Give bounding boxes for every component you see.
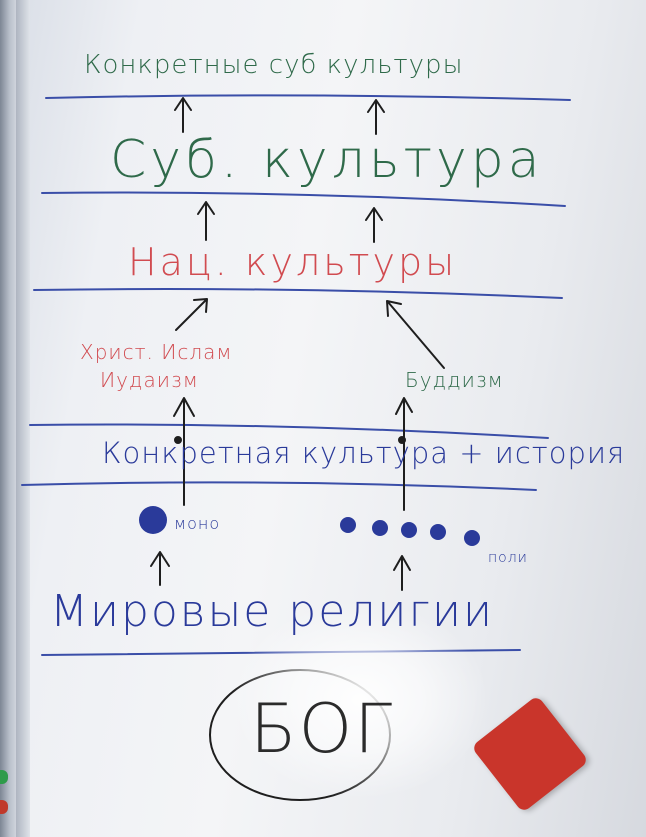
- green-magnet: [0, 770, 8, 784]
- religions-left-line1: Христ. Ислам: [80, 340, 233, 364]
- divider-line-3: [33, 288, 563, 299]
- poly-dot: [372, 520, 388, 536]
- concrete-culture-history: Конкретная культура + история: [102, 436, 626, 470]
- arrow-up-3: [197, 201, 215, 241]
- divider-line-1: [45, 94, 571, 101]
- religions-left-line2: Иудаизм: [100, 368, 199, 392]
- poly-dot: [340, 517, 356, 533]
- arrow-dot-left: [174, 436, 182, 444]
- arrow-diagonal-left: [175, 298, 208, 331]
- buddhism-label: Буддизм: [405, 368, 504, 392]
- whiteboard-frame-edge: [16, 0, 30, 837]
- poly-dot: [464, 530, 480, 546]
- arrow-up-2: [367, 99, 385, 135]
- red-magnet: [0, 800, 8, 814]
- divider-line-5: [21, 481, 537, 491]
- arrow-long-left: [173, 397, 195, 506]
- mono-dot: [139, 506, 167, 534]
- subculture-heading: Суб. культура: [110, 130, 544, 190]
- concrete-subcultures-heading: Конкретные суб культуры: [84, 50, 464, 80]
- divider-line-4: [29, 423, 549, 439]
- poly-dot: [401, 522, 417, 538]
- arrow-dot-right: [398, 436, 406, 444]
- arrow-up-4: [365, 207, 383, 243]
- mono-label: моно: [174, 514, 221, 533]
- arrow-long-right: [395, 397, 413, 511]
- world-religions-heading: Мировые религии: [50, 586, 494, 637]
- god-label: БОГ: [250, 690, 395, 769]
- whiteboard-frame-left: [0, 0, 16, 837]
- arrow-up-mono: [150, 551, 170, 586]
- arrow-diagonal-right: [386, 300, 445, 369]
- national-cultures-heading: Нац. культуры: [128, 240, 458, 284]
- light-glare: [230, 600, 490, 800]
- arrow-up-poly: [393, 555, 411, 591]
- arrow-up-1: [174, 97, 192, 133]
- poly-label: поли: [488, 550, 528, 566]
- divider-line-2: [41, 191, 566, 207]
- poly-dot: [430, 524, 446, 540]
